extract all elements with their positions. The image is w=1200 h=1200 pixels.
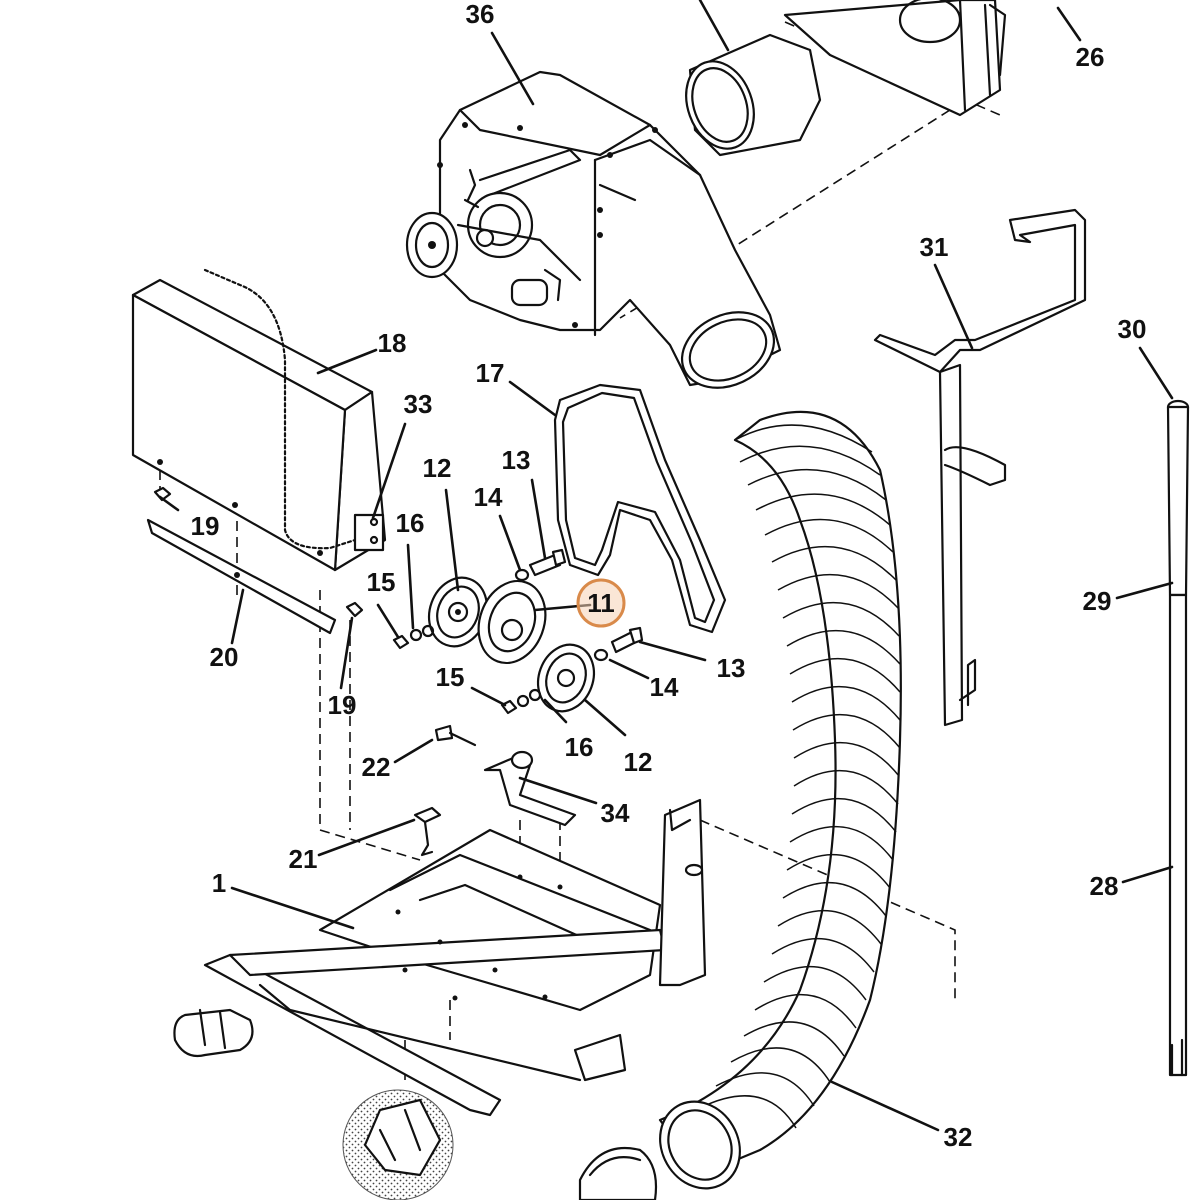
flex-hose — [578, 410, 902, 1200]
caster-detail — [342, 1089, 454, 1200]
pin-and-brackets — [413, 724, 577, 857]
callout-12-lower: 12 — [624, 747, 653, 777]
support-pole — [1166, 399, 1190, 1077]
callout-15-lower: 15 — [436, 662, 465, 692]
callout-21: 21 — [289, 844, 318, 874]
hardware-fasteners — [392, 548, 644, 715]
callout-31: 31 — [920, 232, 949, 262]
callout-16-upper: 16 — [396, 508, 425, 538]
callout-19-left: 19 — [191, 511, 220, 541]
intake-adapter — [685, 0, 1007, 157]
callout-13-upper: 13 — [502, 445, 531, 475]
callout-30: 30 — [1118, 314, 1147, 344]
control-box — [131, 268, 387, 572]
drive-belt — [553, 383, 727, 634]
base-frame — [173, 798, 707, 1117]
callout-32: 32 — [944, 1122, 973, 1152]
callout-36: 36 — [466, 0, 495, 29]
callout-20: 20 — [210, 642, 239, 672]
callout-19-lower: 19 — [328, 690, 357, 720]
callout-22: 22 — [362, 752, 391, 782]
mounting-bracket — [146, 486, 364, 635]
callout-28: 28 — [1090, 871, 1119, 901]
callout-16-lower: 16 — [565, 732, 594, 762]
callout-26: 26 — [1076, 42, 1105, 72]
callout-15-upper: 15 — [367, 567, 396, 597]
highlight-ring — [576, 578, 626, 628]
blower-housing — [405, 70, 782, 389]
callout-13-lower: 13 — [717, 653, 746, 683]
callout-29: 29 — [1083, 586, 1112, 616]
callout-numbers: 36 26 18 33 17 31 30 29 28 12 13 14 16 1… — [191, 0, 1147, 1152]
callout-14-lower: 14 — [650, 672, 679, 702]
callout-33: 33 — [404, 389, 433, 419]
callout-12-upper: 12 — [423, 453, 452, 483]
callout-18: 18 — [378, 328, 407, 358]
callout-1: 1 — [212, 868, 226, 898]
drive-pulley — [477, 579, 547, 665]
hose-hanger — [873, 208, 1087, 727]
callout-11: 11 — [587, 588, 615, 618]
callout-14-upper: 14 — [474, 482, 503, 512]
callout-34: 34 — [601, 798, 630, 828]
leader-lines — [158, 0, 1174, 1132]
callout-17: 17 — [476, 358, 505, 388]
